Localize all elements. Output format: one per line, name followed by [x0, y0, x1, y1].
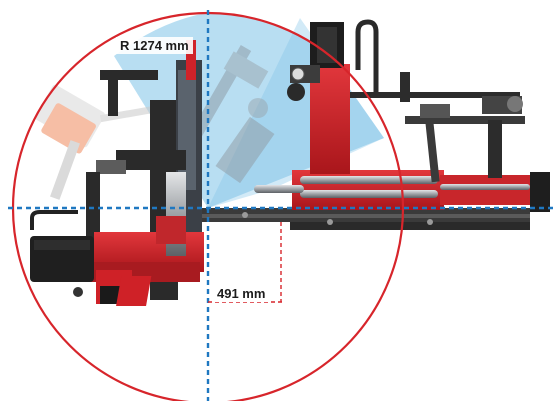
ghost-swing-arm-left [35, 84, 171, 200]
depth-dimension-label: 491 mm [213, 285, 270, 302]
helper-boom [350, 72, 525, 183]
tyre-changer-body [30, 40, 204, 306]
lift-carriage [254, 170, 550, 212]
base-rail [200, 208, 530, 230]
depth-dimension-lines [208, 222, 282, 303]
radius-dimension-label: R 1274 mm [116, 37, 193, 54]
